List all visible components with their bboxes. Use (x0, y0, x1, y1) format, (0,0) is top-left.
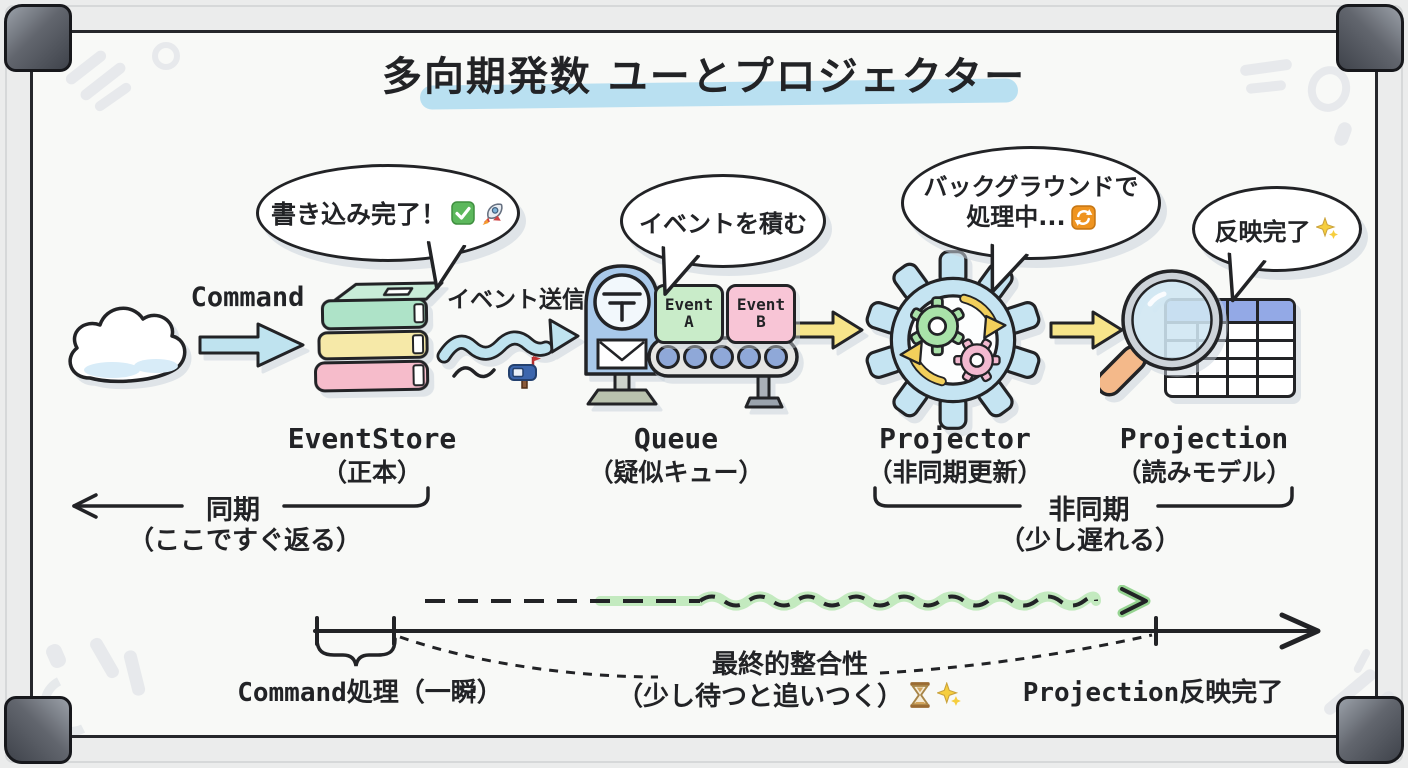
bubble-projector-line1: バックグラウンドで (923, 173, 1139, 202)
async-right-label: 非同期 (1048, 495, 1130, 526)
gear-icon (865, 250, 1041, 430)
timeline-end-label: Projection反映完了 (1022, 678, 1284, 708)
corner-cap (4, 4, 72, 72)
bubble-eventstore: 書き込み完了！ (256, 164, 520, 262)
flow-arrow-queue-projector (789, 310, 864, 350)
corner-cap (4, 696, 72, 764)
node-sub-projector: （非同期更新） (867, 458, 1043, 487)
rocket-icon (480, 201, 505, 226)
node-sub-projection: （読みモデル） (1116, 458, 1292, 487)
node-label-projector: Projector (879, 422, 1031, 455)
page-title: 多向期発数 ユーとプロジェクター (381, 54, 1027, 100)
tilde-icon (452, 366, 496, 379)
bubble-projection-text: 反映完了 (1214, 217, 1311, 246)
flow-arrow-projector-projection (1049, 310, 1124, 350)
event-box-b-title: Event (736, 295, 786, 315)
bubble-tail (661, 245, 701, 296)
check-icon (451, 201, 475, 225)
timeline-segment1-label: Command処理（一瞬） (237, 678, 503, 708)
repeat-icon (1070, 205, 1096, 231)
node-label-eventstore: EventStore (287, 422, 457, 455)
hourglass-icon (907, 681, 933, 709)
bubble-tail (426, 241, 467, 291)
small-gear-pink (953, 338, 1001, 383)
node-label-queue: Queue (633, 422, 719, 455)
command-label: Command (190, 282, 305, 313)
bubble-projector: バックグラウンドで 処理中... (901, 146, 1161, 260)
event-box-a-id: A (684, 312, 694, 331)
event-box-a-title: Event (664, 295, 714, 315)
node-label-projection: Projection (1119, 422, 1289, 455)
postbox-icon (584, 264, 660, 406)
bubble-queue-text: イベントを積む (639, 209, 807, 238)
conveyor-icon (647, 336, 799, 409)
books-icon (314, 281, 444, 393)
bubble-projection: 反映完了 (1192, 186, 1362, 272)
sparkles-icon (937, 681, 963, 708)
node-sub-queue: （疑似キュー） (588, 458, 764, 487)
node-sub-eventstore: （正本） (321, 458, 422, 487)
brace (315, 637, 397, 667)
sync-left-sub: （ここですぐ返る） (127, 526, 362, 556)
timeline-middle-sub-text: （少し待つと追いつく） (616, 682, 903, 712)
wavy-arrow-icon (436, 318, 580, 364)
bubble-queue: イベントを積む (620, 174, 826, 268)
magnifier-icon (1100, 269, 1223, 397)
bubble-projector-line2: 処理中... (966, 203, 1066, 231)
timeline (313, 585, 1321, 679)
sync-left-bracket-arrow (72, 486, 430, 519)
bubble-eventstore-text: 書き込み完了！ (270, 200, 446, 229)
async-right-sub: （少し遅れる） (998, 526, 1181, 556)
command-arrow (198, 322, 305, 368)
event-box-b-id: B (756, 312, 766, 331)
cloud-icon (68, 306, 187, 384)
async-right-bracket (873, 486, 1294, 508)
sparkles-icon (1315, 217, 1340, 241)
event-send-label: イベント送信 (447, 287, 585, 313)
corner-cap (1336, 696, 1404, 764)
sync-left-label: 同期 (206, 495, 260, 526)
corner-cap (1336, 4, 1404, 72)
smudge (152, 42, 180, 70)
bubble-tail (990, 243, 1029, 294)
small-gear-green (909, 296, 965, 357)
mailbox-icon (508, 356, 541, 389)
event-box-b: Event B (726, 284, 796, 344)
timeline-middle-label: 最終的整合性 (711, 650, 868, 680)
timeline-middle-sub: （少し待つと追いつく） (600, 676, 980, 713)
board-frame-outer-line (5, 5, 1403, 763)
bubble-tail (1227, 252, 1267, 303)
